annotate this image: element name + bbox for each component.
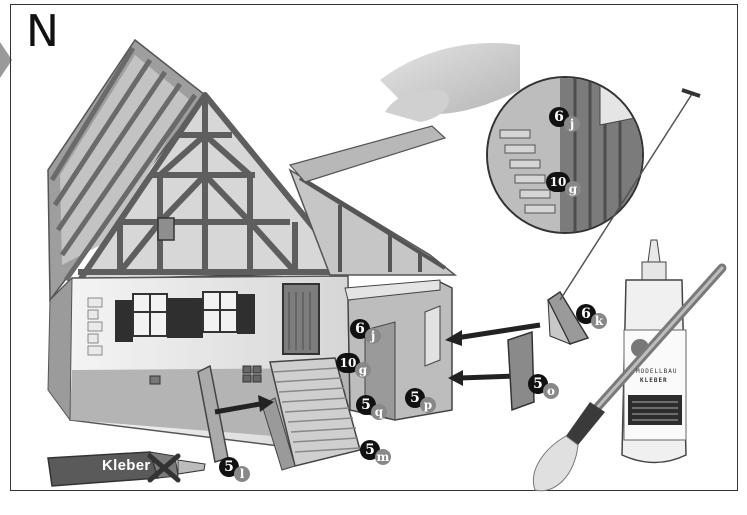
- bottle-label-line1: MODELLBAU: [636, 368, 678, 375]
- callout-letter: j: [564, 116, 580, 132]
- step-letter: N: [26, 10, 59, 54]
- callout-letter: k: [591, 313, 607, 329]
- magnifier-detail: [487, 60, 700, 300]
- callout-letter: g: [565, 181, 581, 197]
- glue-bottle: [622, 240, 686, 463]
- callout-letter: q: [371, 404, 387, 420]
- callout-letter: o: [543, 383, 559, 399]
- callout-letter: m: [375, 449, 391, 465]
- callout-letter: p: [420, 397, 436, 413]
- callout-letter: l: [234, 466, 250, 482]
- callout-letter: g: [355, 362, 371, 378]
- callout-letter: j: [365, 328, 381, 344]
- hand-illustration: [290, 43, 520, 182]
- bottle-label-line2: KLEBER: [640, 377, 668, 384]
- glue-tube-label: Kleber: [102, 457, 151, 474]
